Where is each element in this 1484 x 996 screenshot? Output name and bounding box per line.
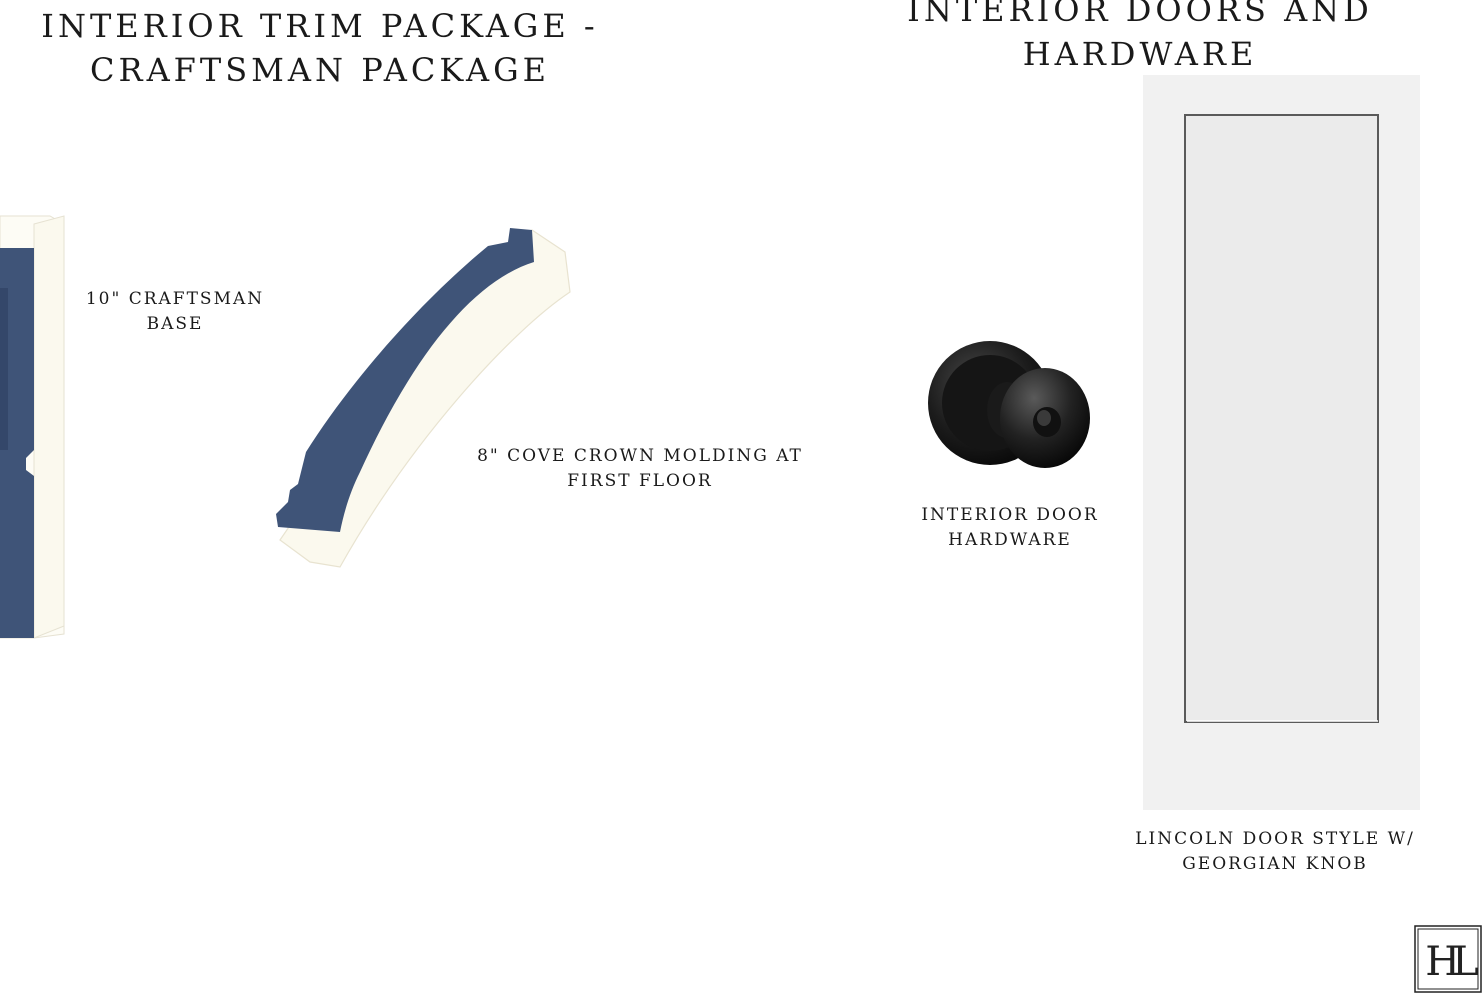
trim-package-heading: INTERIOR TRIM PACKAGE - CRAFTSMAN PACKAG… [20, 4, 620, 92]
georgian-knob-image [928, 341, 1090, 468]
crown-label-line1: 8" COVE CROWN MOLDING AT [477, 446, 803, 466]
base-label-line2: BASE [146, 314, 204, 334]
crown-label-line2: FIRST FLOOR [567, 471, 713, 491]
craftsman-base-image [0, 215, 65, 639]
trim-heading-line1: INTERIOR TRIM PACKAGE - [41, 7, 599, 45]
craftsman-base-label: 10" CRAFTSMAN BASE [60, 287, 290, 337]
lincoln-door-image [1143, 75, 1420, 810]
door-style-label: LINCOLN DOOR STYLE W/ GEORGIAN KNOB [1110, 827, 1440, 877]
door-hardware-label: INTERIOR DOOR HARDWARE [880, 503, 1140, 553]
crown-molding-label: 8" COVE CROWN MOLDING AT FIRST FLOOR [440, 444, 840, 494]
doors-hardware-heading: INTERIOR DOORS AND HARDWARE [907, 0, 1373, 73]
trim-heading-line2: CRAFTSMAN PACKAGE [89, 51, 551, 89]
hl-logo: HL [1414, 925, 1482, 993]
base-label-line1: 10" CRAFTSMAN [85, 289, 265, 309]
svg-text:HL: HL [1425, 939, 1478, 985]
door-label-line2: GEORGIAN KNOB [1182, 854, 1368, 874]
hardware-label-line2: HARDWARE [948, 530, 1072, 550]
cove-crown-molding-image [276, 228, 571, 568]
door-label-line1: LINCOLN DOOR STYLE W/ [1135, 829, 1415, 849]
hardware-label-line1: INTERIOR DOOR [921, 505, 1099, 525]
